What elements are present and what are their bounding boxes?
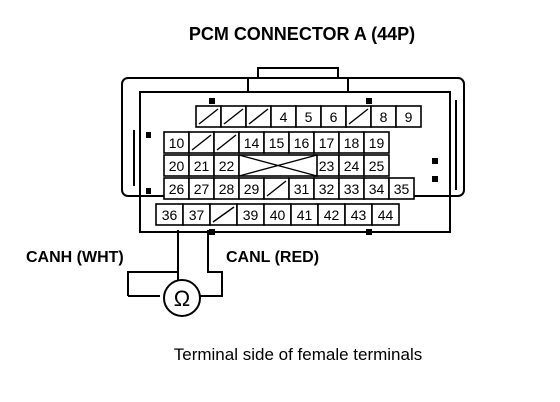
ohm-symbol: Ω [174,286,190,311]
pin-number: 37 [189,207,205,223]
pin-number: 36 [162,207,178,223]
empty-pin-slash [266,180,287,197]
pin-number: 42 [324,207,340,223]
pin-number: 9 [405,109,413,125]
pin-number: 14 [244,135,260,151]
pin-grid: 4 5 6 8 9 10 14 15 16 17 18 19 20 21 22 23 24 25 26 27 28 29 3… [155,105,422,226]
pin-number: 43 [351,207,367,223]
diagram-caption: Terminal side of female terminals [174,345,422,364]
canh-label: CANH (WHT) [26,249,124,266]
pin-cell [388,177,415,200]
diagram-title: PCM CONNECTOR A (44P) [189,24,415,44]
blank-pin-cross [238,154,318,177]
empty-pin-slash [348,108,369,125]
pin-number: 40 [270,207,286,223]
pin-number: 6 [330,109,338,125]
empty-pin-slash [191,134,212,151]
pin-number: 5 [305,109,313,125]
pin-number: 33 [344,181,360,197]
pin-number: 15 [269,135,285,151]
pin-number: 4 [280,109,288,125]
pin-number: 39 [243,207,259,223]
empty-pin-slash [212,206,235,223]
pin-cell [363,131,390,154]
pin-number: 41 [297,207,313,223]
empty-pin-slash [198,108,219,125]
pin-number: 24 [344,158,360,174]
empty-pin-slash [223,108,244,125]
pin-number: 17 [319,135,335,151]
pin-number: 18 [344,135,360,151]
pin-cell [395,105,422,128]
pin-number: 32 [319,181,335,197]
pin-number: 10 [169,135,185,151]
pin-number: 34 [369,181,385,197]
pin-number: 28 [219,181,235,197]
pin-number: 25 [369,158,385,174]
pin-cell [371,203,400,226]
pin-number: 23 [319,158,335,174]
pin-number: 31 [294,181,310,197]
pin-number: 27 [194,181,210,197]
pin-number: 8 [380,109,388,125]
pin-number: 44 [378,207,394,223]
pin-number: 20 [169,158,185,174]
pin-number: 16 [294,135,310,151]
pin-cell [363,154,390,177]
pin-number: 22 [219,158,235,174]
pin-number: 35 [394,181,410,197]
pin-number: 21 [194,158,210,174]
canl-label: CANL (RED) [226,249,319,266]
empty-pin-slash [248,108,269,125]
pin-number: 29 [244,181,260,197]
ohmmeter-icon [163,279,201,317]
pin-number: 26 [169,181,185,197]
pin-number: 19 [369,135,385,151]
empty-pin-slash [216,134,237,151]
ohmmeter: Ω [163,279,201,317]
